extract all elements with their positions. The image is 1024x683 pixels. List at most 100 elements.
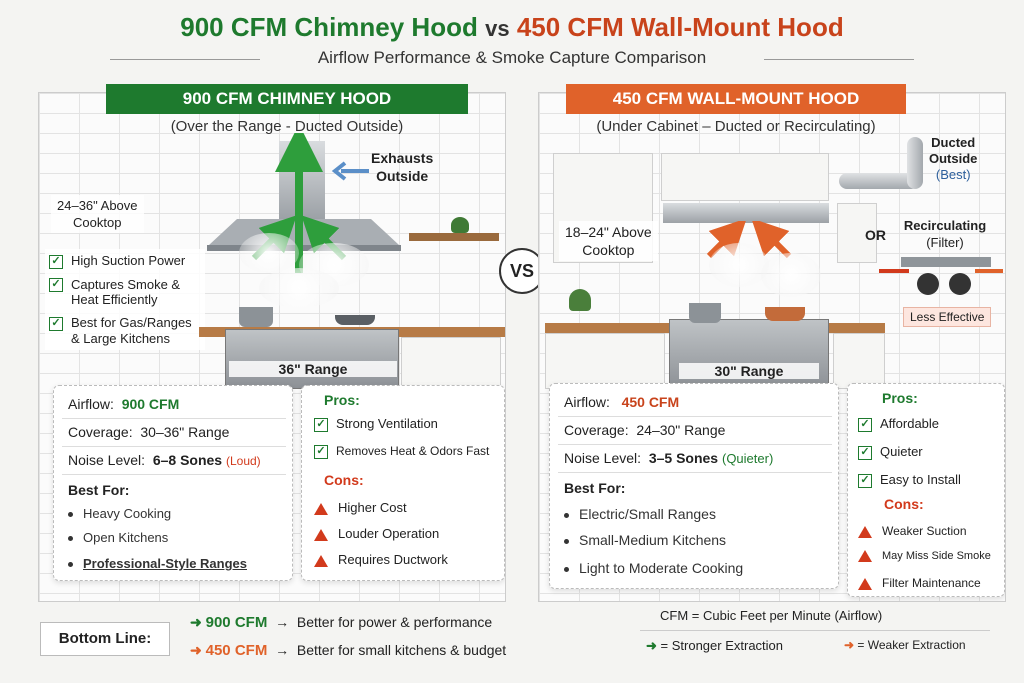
pro-text: Affordable: [880, 416, 940, 431]
best-for-text: Small-Medium Kitchens: [579, 532, 727, 548]
con-item: Weaker Suction: [858, 524, 967, 538]
coverage-value: 30–36" Range: [140, 424, 230, 440]
height-label-line2: Cooktop: [73, 215, 122, 230]
best-for-text: Professional-Style Ranges: [83, 556, 247, 571]
pro-text: Removes Heat & Odors Fast: [336, 444, 490, 458]
wall-shelf: [409, 233, 499, 241]
con-item: May Miss Side Smoke: [858, 550, 991, 563]
feature-item-cont: Heat Efficiently: [71, 292, 158, 308]
bottom-line-label: Bottom Line:: [40, 622, 170, 656]
height-label-line1: 18–24" Above: [565, 224, 652, 240]
height-label: 18–24" Above Cooktop: [559, 221, 658, 261]
ducted-label-line3: (Best): [935, 167, 971, 182]
exhaust-label: Exhausts Outside: [371, 149, 433, 185]
pro-text: Easy to Install: [880, 472, 961, 487]
pros-label: Pros:: [882, 390, 918, 406]
con-text: Weaker Suction: [882, 524, 967, 538]
left-subheading: (Over the Range - Ducted Outside): [170, 118, 404, 135]
less-effective-label: Less Effective: [903, 307, 992, 327]
ducted-label-line2: Outside: [929, 151, 978, 166]
recirc-label: Recirculating (Filter): [895, 217, 995, 251]
divider: [62, 474, 286, 475]
height-label-line1: 24–36" Above: [57, 198, 138, 213]
best-for-text: Heavy Cooking: [83, 506, 172, 521]
con-item: Requires Ductwork: [314, 552, 448, 567]
copper-pan-icon: [765, 307, 805, 321]
smoke-cloud: [259, 268, 339, 308]
best-for-label: Best For:: [68, 482, 130, 498]
duct-pipe-icon: [839, 173, 919, 189]
con-text: Filter Maintenance: [882, 576, 981, 590]
pro-item: ✓ Quieter: [858, 444, 923, 460]
coverage-label: Coverage:: [68, 424, 133, 440]
height-label-line2: Cooktop: [582, 242, 635, 258]
feature-item: Best for Gas/Ranges: [71, 315, 192, 331]
green-arrow-icon: ➜: [646, 638, 657, 653]
title-vs: vs: [485, 16, 510, 41]
pot-icon: [689, 303, 721, 323]
coverage-row: Coverage: 24–30" Range: [564, 422, 725, 438]
bottom-450-text: Better for small kitchens & budget: [296, 642, 507, 658]
warning-icon: [314, 528, 328, 541]
smoke-cloud: [709, 243, 769, 287]
warning-icon: [858, 577, 872, 590]
check-icon: ✓: [858, 445, 872, 460]
pro-text: Quieter: [880, 444, 923, 459]
airflow-row: Airflow: 450 CFM: [564, 394, 679, 410]
arrow-icon: →: [271, 614, 293, 630]
warning-icon: [314, 554, 328, 567]
divider: [558, 444, 832, 445]
noise-label: Noise Level:: [68, 452, 146, 468]
cfm-definition: CFM = Cubic Feet per Minute (Airflow): [660, 608, 883, 623]
upper-cabinet: [661, 153, 829, 201]
coverage-row: Coverage: 30–36" Range: [68, 424, 229, 440]
bottom-line-row-1: ➜ 900 CFM → Better for power & performan…: [190, 614, 492, 631]
check-icon: ✓: [314, 417, 328, 432]
plant-icon: [569, 289, 591, 311]
divider: [62, 446, 286, 447]
orange-arrow-icon: [975, 269, 1003, 273]
filter-icon: [917, 273, 939, 295]
airflow-label: Airflow:: [68, 396, 114, 412]
orange-arrow-icon: ➜: [190, 642, 202, 658]
pan-icon: [335, 315, 375, 325]
noise-value: 6–8 Sones: [152, 452, 223, 468]
right-panel: 18–24" Above Cooktop Ducted Outside (Bes…: [538, 92, 1006, 602]
exhaust-label-line2: Outside: [376, 168, 429, 184]
feature-item: Captures Smoke &: [71, 276, 181, 292]
ducted-label-line1: Ducted: [931, 135, 976, 150]
warning-icon: [314, 502, 328, 515]
title-left: 900 CFM Chimney Hood: [180, 12, 478, 42]
pot-icon: [239, 307, 273, 327]
con-text: Higher Cost: [338, 500, 407, 515]
pro-item: ✓Easy to Install: [858, 472, 961, 488]
best-for-text: Open Kitchens: [83, 530, 169, 545]
warning-icon: [858, 525, 872, 538]
spec-card: Airflow: 450 CFM Coverage: 24–30" Range …: [549, 383, 839, 589]
best-for-label: Best For:: [564, 480, 626, 496]
pro-item: ✓ Removes Heat & Odors Fast: [314, 444, 489, 459]
legend: CFM = Cubic Feet per Minute (Airflow) ➜ …: [640, 604, 1010, 672]
con-text: Louder Operation: [338, 526, 440, 541]
airflow-value: 450 CFM: [621, 394, 680, 410]
check-icon: ✓: [858, 417, 872, 432]
recirc-label-line1: Recirculating: [903, 218, 987, 233]
divider: [558, 472, 832, 473]
plant-icon: [451, 217, 469, 233]
left-panel: Exhausts Outside 24–36" Above Cooktop ✓ H…: [38, 92, 506, 602]
recirc-label-line2: (Filter): [926, 235, 964, 250]
title-right: 450 CFM Wall-Mount Hood: [516, 12, 844, 42]
check-icon: ✓: [314, 444, 328, 459]
bottom-line: Bottom Line: ➜ 900 CFM → Better for powe…: [40, 610, 610, 672]
bottom-450-cfm: 450 CFM: [205, 642, 268, 659]
range-size-label: 30" Range: [679, 363, 819, 379]
feature-item: High Suction Power: [71, 253, 186, 268]
pro-text: Strong Ventilation: [336, 416, 438, 431]
noise-label: Noise Level:: [564, 450, 642, 466]
wall-mount-hood-icon: [663, 203, 829, 223]
smoke-cloud: [761, 253, 821, 297]
legend-stronger: ➜ = Stronger Extraction: [646, 638, 783, 654]
ducted-label: Ducted Outside (Best): [929, 135, 977, 183]
red-arrow-icon: [879, 269, 909, 273]
cons-label: Cons:: [884, 496, 924, 512]
